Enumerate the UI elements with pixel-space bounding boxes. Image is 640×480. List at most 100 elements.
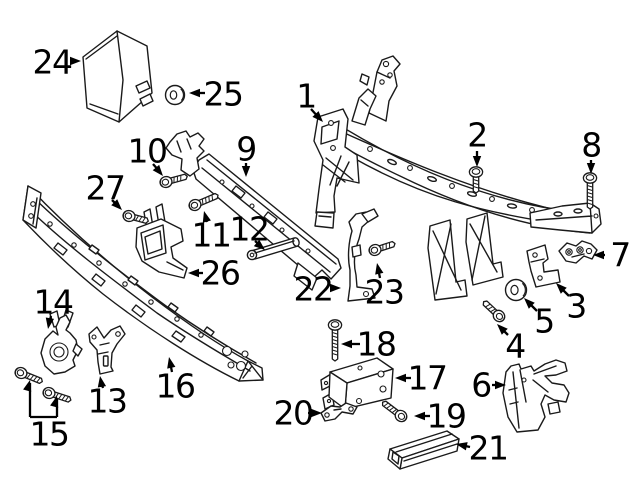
callout-11[interactable]: 11 (192, 216, 233, 255)
callout-26[interactable]: 26 (201, 254, 242, 293)
leader-arrowhead (311, 408, 322, 418)
bolt-15a[interactable] (13, 366, 44, 387)
part-9-upper-support-rail[interactable] (165, 130, 342, 291)
callout-13[interactable]: 13 (88, 382, 129, 421)
callout-group-16: 16 (156, 357, 197, 406)
leader-arrowhead (70, 56, 81, 66)
leader-arrowhead (312, 111, 323, 122)
part-22-support-stay[interactable] (347, 208, 379, 302)
callout-9[interactable]: 9 (236, 130, 257, 169)
part-6-mount-bracket[interactable] (502, 359, 570, 433)
callout-group-12: 12 (230, 210, 271, 250)
callout-23[interactable]: 23 (365, 273, 406, 312)
leader-arrowhead (586, 163, 596, 174)
callout-2[interactable]: 2 (467, 116, 488, 155)
callout-7[interactable]: 7 (610, 236, 631, 275)
part-24-distance-sensor[interactable] (82, 30, 154, 123)
callout-group-7: 7 (593, 236, 631, 275)
leader-arrowhead (50, 396, 59, 408)
bolt-2[interactable] (468, 166, 484, 194)
callout-8[interactable]: 8 (581, 126, 602, 165)
callout-18[interactable]: 18 (357, 325, 398, 364)
leader-arrowhead (472, 156, 482, 167)
leader-arrowhead (524, 298, 535, 309)
leader-arrowhead (111, 199, 122, 210)
part-20-plate-bracket[interactable] (320, 402, 358, 422)
callout-group-25: 25 (189, 75, 245, 114)
callout-25[interactable]: 25 (204, 75, 245, 114)
bolt-8[interactable] (582, 172, 598, 210)
part-1-radiator-support[interactable] (313, 55, 602, 301)
bolt-11[interactable] (187, 190, 220, 212)
part-13-bracket[interactable] (88, 325, 126, 375)
callout-12[interactable]: 12 (230, 210, 271, 249)
part-21-crash-bar[interactable] (387, 430, 460, 470)
leader-arrowhead (375, 263, 384, 275)
callout-group-19: 19 (414, 397, 468, 436)
leader-arrowhead (152, 164, 163, 176)
leader-arrowhead (188, 268, 199, 278)
callout-17[interactable]: 17 (408, 359, 449, 398)
part-14-sensor-bracket[interactable] (40, 309, 83, 375)
callout-14[interactable]: 14 (34, 283, 75, 322)
part-16-bumper-reinforcement[interactable] (22, 185, 264, 382)
bolt-23[interactable] (368, 238, 397, 257)
callout-group-21: 21 (456, 429, 510, 468)
callout-19[interactable]: 19 (427, 397, 468, 436)
bolt-15b[interactable] (42, 386, 73, 405)
bolt-19[interactable] (379, 398, 409, 424)
leader-arrowhead (189, 88, 200, 98)
bolt-18[interactable] (327, 319, 343, 362)
bolt-27[interactable] (122, 209, 150, 226)
leader-arrowhead (341, 339, 352, 349)
callout-4[interactable]: 4 (505, 327, 527, 366)
callout-16[interactable]: 16 (156, 367, 197, 406)
leader-arrowhead (414, 411, 425, 421)
callout-24[interactable]: 24 (33, 43, 74, 82)
leader-arrowhead (253, 239, 265, 250)
leader-arrowhead (330, 283, 341, 293)
part-12-rod[interactable] (246, 237, 300, 261)
callout-group-23: 23 (365, 263, 406, 312)
callout-group-11: 11 (192, 211, 233, 255)
part-26-bracket[interactable] (135, 203, 188, 279)
callout-group-3: 3 (556, 283, 587, 326)
grommet-25[interactable] (164, 84, 186, 106)
callout-group-8: 8 (581, 126, 602, 174)
callout-22[interactable]: 22 (294, 270, 335, 309)
callout-group-17: 17 (395, 359, 449, 398)
bolt-10[interactable] (159, 171, 189, 189)
callout-6[interactable]: 6 (471, 366, 492, 405)
part-3-bracket[interactable] (526, 244, 561, 288)
callout-20[interactable]: 20 (274, 394, 315, 433)
callout-group-4: 4 (497, 324, 527, 366)
leader-arrowhead (97, 376, 107, 388)
leader-arrowhead (395, 373, 406, 383)
callout-group-24: 24 (33, 43, 81, 82)
callout-group-15: 15 (23, 380, 71, 454)
callout-10[interactable]: 10 (128, 132, 169, 171)
callout-group-13: 13 (88, 376, 129, 421)
callout-group-10: 10 (128, 132, 169, 176)
leader-arrowhead (202, 211, 211, 223)
callout-5[interactable]: 5 (534, 302, 555, 341)
leader-arrowhead (45, 317, 55, 329)
callout-group-9: 9 (236, 130, 257, 177)
callout-1[interactable]: 1 (296, 77, 317, 116)
callout-group-26: 26 (188, 254, 242, 293)
leader-arrowhead (593, 250, 604, 260)
callout-3[interactable]: 3 (566, 287, 587, 326)
bolt-4[interactable] (480, 298, 507, 324)
part-7-plate-bracket[interactable] (558, 240, 598, 264)
callout-group-20: 20 (274, 394, 322, 433)
leader-arrowhead (167, 357, 176, 369)
callout-21[interactable]: 21 (469, 429, 510, 468)
callout-group-2: 2 (467, 116, 488, 167)
callout-27[interactable]: 27 (86, 169, 127, 208)
leader-arrowhead (556, 283, 567, 294)
callout-group-27: 27 (86, 169, 127, 210)
callout-15[interactable]: 15 (30, 415, 71, 454)
grommet-5[interactable] (504, 278, 528, 302)
part-17-control-module[interactable] (320, 357, 394, 410)
